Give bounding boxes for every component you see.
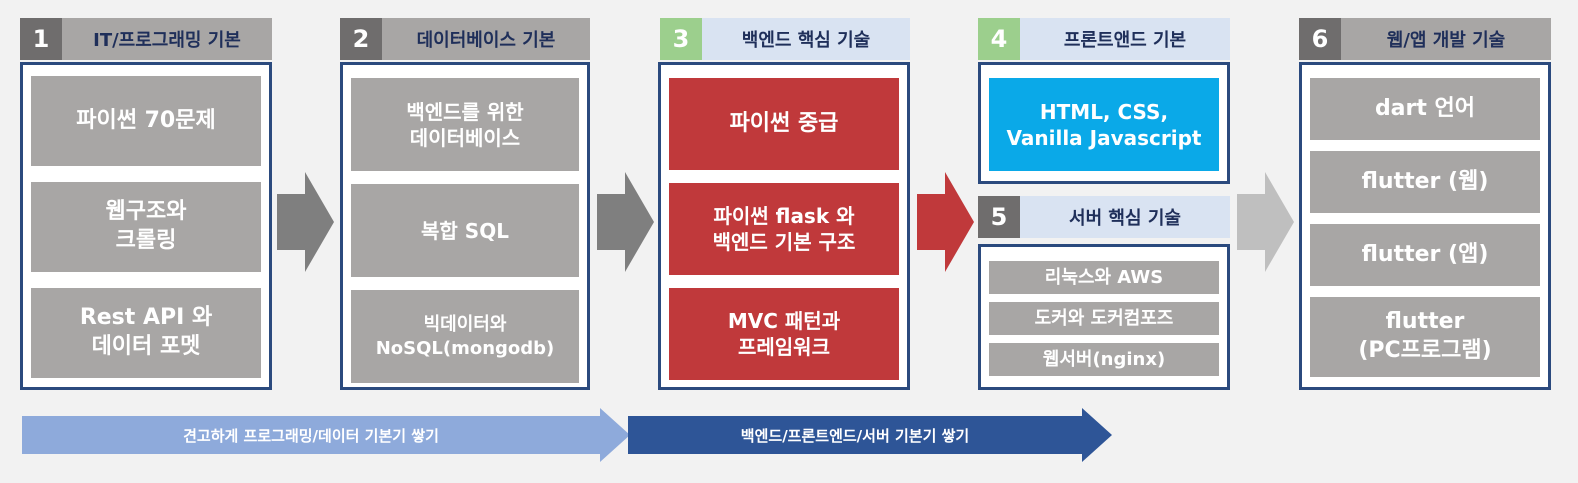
step-1-item: 파이썬 70문제 bbox=[31, 76, 261, 166]
foundation-band-arrow bbox=[22, 408, 630, 462]
step-2-number: 2 bbox=[340, 18, 382, 60]
step-1-item: 웹구조와 크롤링 bbox=[31, 182, 261, 272]
step-1-panel: 파이썬 70문제 웹구조와 크롤링 Rest API 와 데이터 포멧 bbox=[20, 62, 272, 390]
step-2-item: 복합 SQL bbox=[351, 184, 579, 277]
right-arrow-icon bbox=[1237, 172, 1294, 272]
step-6-number: 6 bbox=[1299, 18, 1341, 60]
step-2-panel: 백엔드를 위한 데이터베이스 복합 SQL 빅데이터와 NoSQL(mongod… bbox=[340, 62, 590, 390]
step-2-title: 데이터베이스 기본 bbox=[382, 18, 590, 60]
backend-band-label: 백엔드/프론트엔드/서버 기본기 쌓기 bbox=[740, 426, 970, 445]
step-4-panel: HTML, CSS, Vanilla Javascript bbox=[978, 62, 1230, 184]
step-2-item: 빅데이터와 NoSQL(mongodb) bbox=[351, 290, 579, 383]
step-1-title: IT/프로그래밍 기본 bbox=[62, 18, 272, 60]
step-6-item: flutter (앱) bbox=[1310, 224, 1540, 286]
step-3-item: MVC 패턴과 프레임워크 bbox=[669, 288, 899, 380]
step-3-title: 백엔드 핵심 기술 bbox=[702, 18, 910, 60]
step-5-item: 도커와 도커컴포즈 bbox=[989, 302, 1219, 335]
step-5-item: 리눅스와 AWS bbox=[989, 261, 1219, 294]
step-6-item: flutter (웹) bbox=[1310, 151, 1540, 213]
step-5-title: 서버 핵심 기술 bbox=[1020, 196, 1230, 238]
right-arrow-icon bbox=[597, 172, 654, 272]
step-4-item: HTML, CSS, Vanilla Javascript bbox=[989, 78, 1219, 171]
foundation-band-label: 견고하게 프로그래밍/데이터 기본기 쌓기 bbox=[183, 426, 439, 445]
step-5-item: 웹서버(nginx) bbox=[989, 343, 1219, 376]
step-3-item: 파이썬 중급 bbox=[669, 78, 899, 170]
step-6-item: dart 언어 bbox=[1310, 78, 1540, 140]
step-3-item: 파이썬 flask 와 백엔드 기본 구조 bbox=[669, 183, 899, 275]
step-3-panel: 파이썬 중급 파이썬 flask 와 백엔드 기본 구조 MVC 패턴과 프레임… bbox=[658, 62, 910, 390]
step-5-number: 5 bbox=[978, 196, 1020, 238]
step-5-panel: 리눅스와 AWS 도커와 도커컴포즈 웹서버(nginx) bbox=[978, 244, 1230, 390]
right-arrow-icon bbox=[277, 172, 334, 272]
right-arrow-icon bbox=[917, 172, 974, 272]
step-6-title: 웹/앱 개발 기술 bbox=[1341, 18, 1551, 60]
step-6-item: flutter (PC프로그램) bbox=[1310, 297, 1540, 377]
step-6-panel: dart 언어 flutter (웹) flutter (앱) flutter … bbox=[1299, 62, 1551, 390]
step-2-item: 백엔드를 위한 데이터베이스 bbox=[351, 78, 579, 171]
step-4-title: 프론트앤드 기본 bbox=[1020, 18, 1230, 60]
step-1-item: Rest API 와 데이터 포멧 bbox=[31, 288, 261, 378]
backend-band-arrow bbox=[628, 408, 1112, 462]
step-4-number: 4 bbox=[978, 18, 1020, 60]
step-1-number: 1 bbox=[20, 18, 62, 60]
step-3-number: 3 bbox=[660, 18, 702, 60]
